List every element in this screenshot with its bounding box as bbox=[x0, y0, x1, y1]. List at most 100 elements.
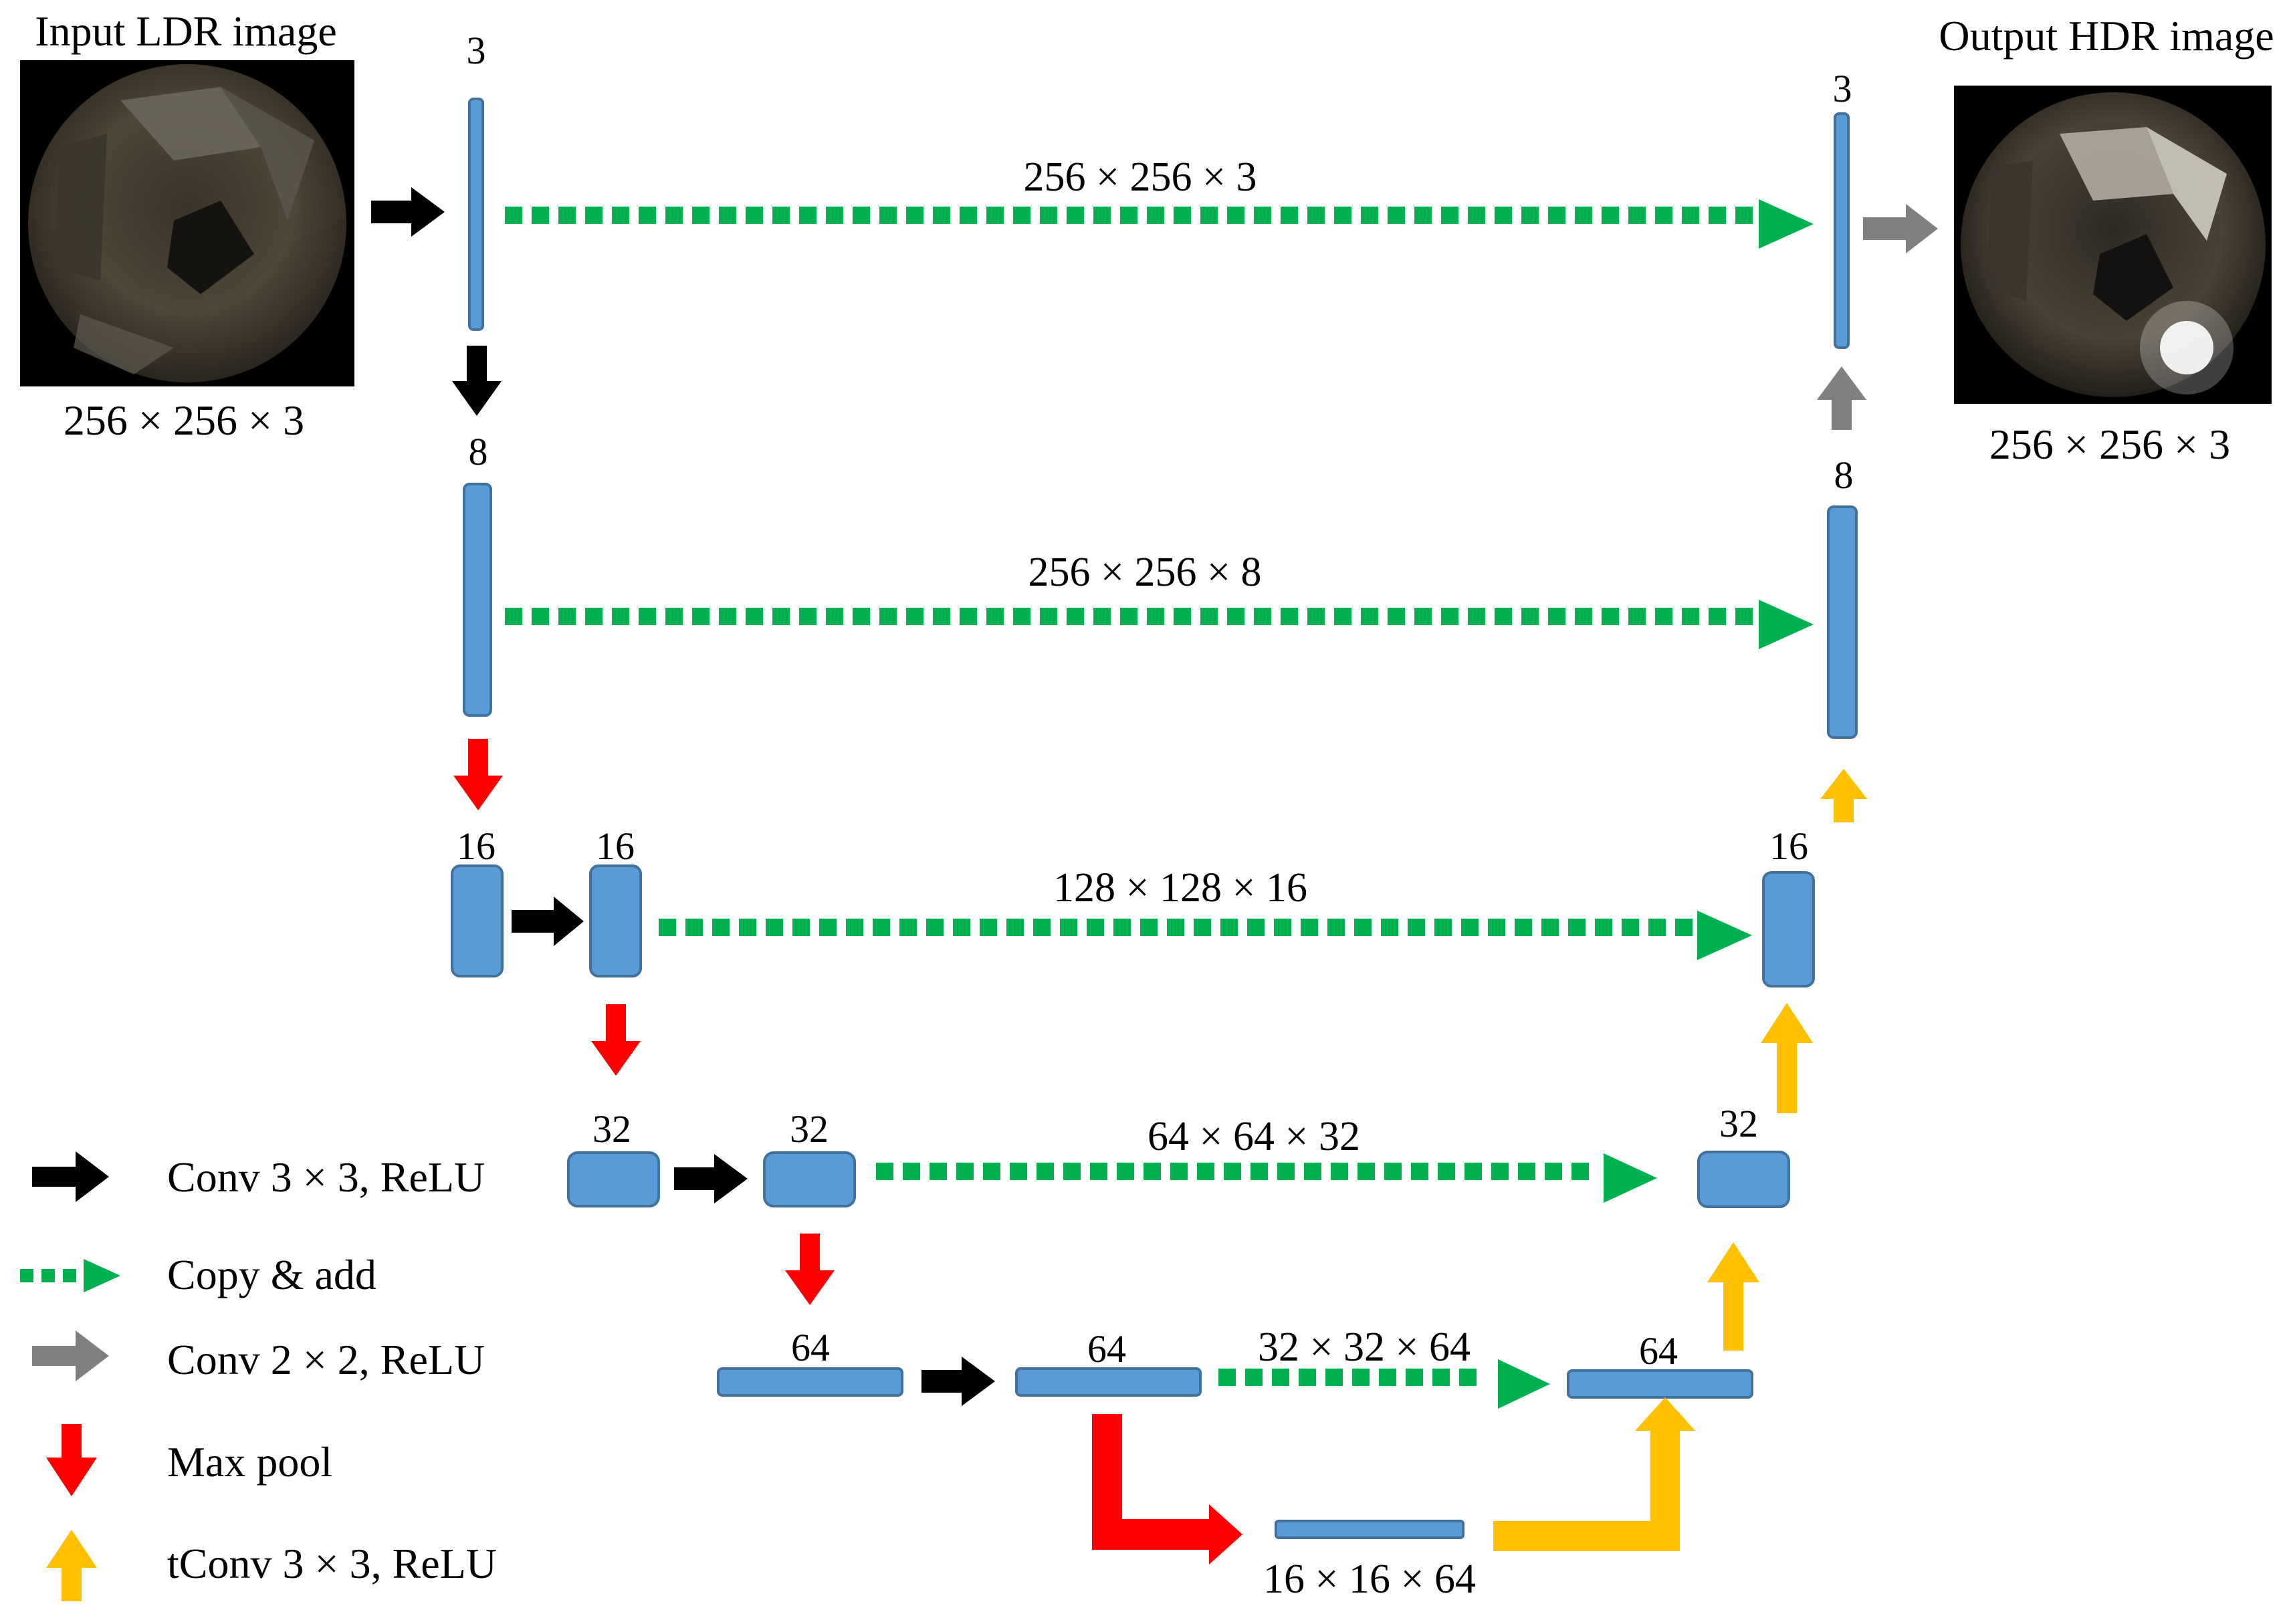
skip-3-dot bbox=[819, 919, 837, 936]
skip-1-dot bbox=[1441, 207, 1458, 224]
skip-3-dot bbox=[1301, 919, 1318, 936]
skip-1-dot bbox=[1521, 207, 1539, 224]
conv-arrow-enc3 bbox=[512, 897, 584, 946]
skip-3-dot bbox=[1220, 919, 1238, 936]
skip-1-dot bbox=[1067, 207, 1084, 224]
skip-arrowhead-5 bbox=[1498, 1359, 1550, 1409]
skip-2-dot bbox=[826, 608, 843, 625]
skip-2-dot bbox=[1093, 608, 1111, 625]
skip-2-dot bbox=[1468, 608, 1485, 625]
skip-4-dot bbox=[1224, 1163, 1241, 1180]
skip-1-dot bbox=[1575, 207, 1592, 224]
skip-1-dot bbox=[585, 207, 603, 224]
skip-2-dot bbox=[612, 608, 629, 625]
bottleneck-block bbox=[1275, 1520, 1464, 1539]
dec2-block bbox=[1827, 505, 1858, 739]
skip-3-dot bbox=[792, 919, 810, 936]
skip-3-dot bbox=[1434, 919, 1452, 936]
skip-2-dot bbox=[772, 608, 790, 625]
dec4-block bbox=[1697, 1151, 1790, 1208]
skip-5-dot bbox=[1325, 1369, 1343, 1386]
skip-1-dot bbox=[906, 207, 923, 224]
enc1-channels: 3 bbox=[467, 29, 486, 72]
pool-arrow-enc2 bbox=[453, 739, 503, 810]
enc3a-block bbox=[451, 864, 504, 977]
pool-arrow-enc4 bbox=[785, 1234, 835, 1305]
skip-2-dot bbox=[906, 608, 923, 625]
skip-5-dot bbox=[1459, 1369, 1477, 1386]
enc4a-block bbox=[567, 1151, 660, 1207]
enc3b-block bbox=[589, 864, 642, 977]
skip-3-dot bbox=[1060, 919, 1077, 936]
skip-2-dot bbox=[505, 608, 522, 625]
skip-2-dot bbox=[1067, 608, 1084, 625]
skip-1-dot bbox=[826, 207, 843, 224]
skip-3-dot bbox=[1675, 919, 1693, 936]
skip-3-dot bbox=[980, 919, 997, 936]
skip-1-dot bbox=[799, 207, 817, 224]
skip-1-dot bbox=[879, 207, 897, 224]
skip-4-dot bbox=[1571, 1163, 1589, 1180]
skip-2-dot bbox=[558, 608, 576, 625]
dec3-block bbox=[1762, 871, 1815, 988]
enc5a-channels: 64 bbox=[791, 1326, 830, 1369]
skip-1-dot bbox=[1174, 207, 1191, 224]
skip-3-dot bbox=[846, 919, 863, 936]
skip-2-dot bbox=[1254, 608, 1271, 625]
skip-3-dot bbox=[685, 919, 703, 936]
skip-1-dot bbox=[1254, 207, 1271, 224]
conv2-arrow-dec2-dec1 bbox=[1817, 366, 1866, 430]
skip-2-dot bbox=[799, 608, 817, 625]
skip-label-2: 256 × 256 × 8 bbox=[1028, 550, 1262, 595]
skip-2-dot bbox=[1602, 608, 1619, 625]
skip-2-dot bbox=[853, 608, 870, 625]
skip-4-dot bbox=[1090, 1163, 1107, 1180]
skip-4-dot bbox=[903, 1163, 920, 1180]
skip-1-dot bbox=[1468, 207, 1485, 224]
enc4b-channels: 32 bbox=[790, 1107, 829, 1151]
skip-3-dot bbox=[1354, 919, 1372, 936]
dec3-channels: 16 bbox=[1769, 824, 1808, 868]
skip-1-dot bbox=[853, 207, 870, 224]
skip-connection-3 bbox=[659, 919, 1693, 936]
skip-1-dot bbox=[719, 207, 736, 224]
skip-4-dot bbox=[1491, 1163, 1509, 1180]
skip-label-4: 64 × 64 × 32 bbox=[1148, 1114, 1360, 1159]
skip-arrowhead-1 bbox=[1759, 199, 1814, 249]
skip-2-dot bbox=[1227, 608, 1244, 625]
skip-1-dot bbox=[1227, 207, 1244, 224]
skip-1-dot bbox=[639, 207, 656, 224]
skip-1-dot bbox=[1093, 207, 1111, 224]
skip-connection-1 bbox=[505, 207, 1753, 224]
skip-1-dot bbox=[772, 207, 790, 224]
legend-conv2-icon bbox=[32, 1330, 109, 1381]
skip-2-dot bbox=[1147, 608, 1164, 625]
skip-3-dot bbox=[766, 919, 783, 936]
skip-1-dot bbox=[1709, 207, 1726, 224]
skip-4-dot bbox=[1331, 1163, 1348, 1180]
legend-copy-arrowhead bbox=[84, 1259, 120, 1292]
skip-3-dot bbox=[1488, 919, 1505, 936]
skip-5-dot bbox=[1379, 1369, 1396, 1386]
output-hdr-image bbox=[1954, 86, 2272, 404]
skip-arrowhead-4 bbox=[1604, 1153, 1657, 1203]
skip-5-dot bbox=[1299, 1369, 1316, 1386]
skip-3-dot bbox=[1408, 919, 1425, 936]
skip-1-dot bbox=[1120, 207, 1137, 224]
conv2-arrow-output bbox=[1863, 204, 1938, 253]
skip-1-dot bbox=[986, 207, 1004, 224]
input-size: 256 × 256 × 3 bbox=[64, 396, 304, 444]
skip-4-dot bbox=[1037, 1163, 1054, 1180]
skip-3-dot bbox=[1194, 919, 1211, 936]
skip-2-dot bbox=[1628, 608, 1646, 625]
skip-3-dot bbox=[659, 919, 676, 936]
skip-3-dot bbox=[1461, 919, 1479, 936]
skip-2-dot bbox=[1281, 608, 1298, 625]
pool-arrow-enc3 bbox=[591, 1004, 641, 1076]
skip-4-dot bbox=[930, 1163, 947, 1180]
legend-pool-label: Max pool bbox=[167, 1438, 332, 1486]
skip-5-dot bbox=[1218, 1369, 1236, 1386]
tconv-arrow-bottleneck bbox=[1493, 1397, 1695, 1551]
skip-3-dot bbox=[1327, 919, 1345, 936]
legend: Conv 3 × 3, ReLU Copy & add Conv 2 × 2, … bbox=[20, 1151, 497, 1601]
